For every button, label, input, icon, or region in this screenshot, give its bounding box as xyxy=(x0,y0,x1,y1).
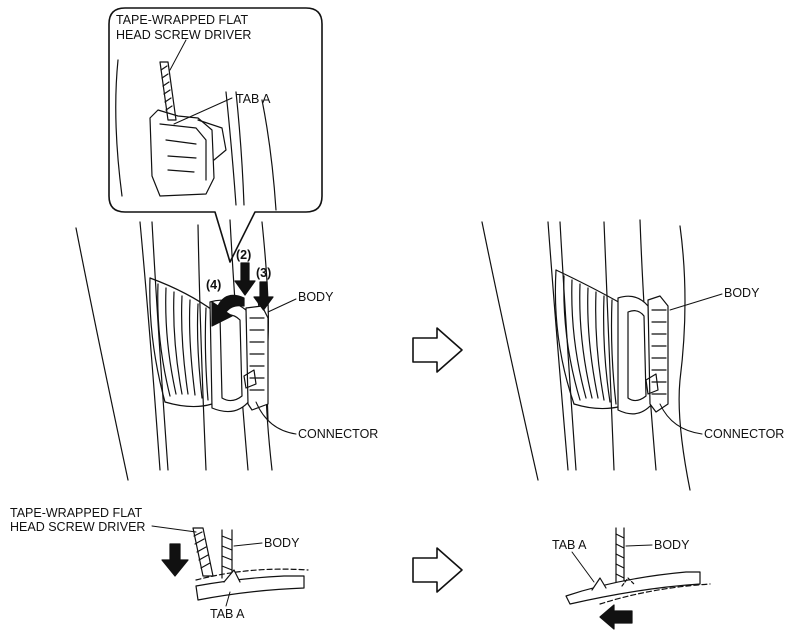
before-body-label: BODY xyxy=(298,290,334,304)
step-2-label: (2) xyxy=(236,248,252,262)
callout-tool-label-line1: TAPE-WRAPPED FLAT xyxy=(116,13,249,27)
after-illustration xyxy=(481,219,723,491)
before-boot xyxy=(149,277,251,413)
next-step-arrow-bottom xyxy=(412,547,463,593)
after-boot xyxy=(554,269,653,415)
section-after-tab-label: TAB A xyxy=(552,538,587,552)
callout-screwdriver xyxy=(159,61,177,121)
push-down-arrow xyxy=(161,543,189,577)
callout-tool-label-line2: HEAD SCREW DRIVER xyxy=(116,28,252,42)
detail-callout xyxy=(108,7,323,263)
section-before-body-label: BODY xyxy=(264,536,300,550)
after-connector-label: CONNECTOR xyxy=(704,427,785,441)
after-connector xyxy=(645,295,669,413)
section-after-body-label: BODY xyxy=(654,538,690,552)
section-tool-label-line2: HEAD SCREW DRIVER xyxy=(10,520,146,534)
section-before xyxy=(151,525,309,607)
step-4-arrow xyxy=(211,294,245,327)
step-3-label: (3) xyxy=(256,266,272,280)
before-illustration xyxy=(75,219,297,481)
next-step-arrow-top xyxy=(412,327,463,373)
section-tool-label-line1: TAPE-WRAPPED FLAT xyxy=(10,506,143,520)
before-connector-label: CONNECTOR xyxy=(298,427,379,441)
callout-connector xyxy=(115,59,277,211)
step-2-arrow xyxy=(234,262,256,296)
section-after xyxy=(565,527,711,630)
before-connector xyxy=(243,305,269,411)
callout-tab-label: TAB A xyxy=(236,92,271,106)
pull-left-arrow xyxy=(599,604,633,630)
step-4-label: (4) xyxy=(206,278,222,292)
section-before-tab-label: TAB A xyxy=(210,607,245,621)
step-3-arrow xyxy=(253,281,274,311)
after-body-label: BODY xyxy=(724,286,760,300)
